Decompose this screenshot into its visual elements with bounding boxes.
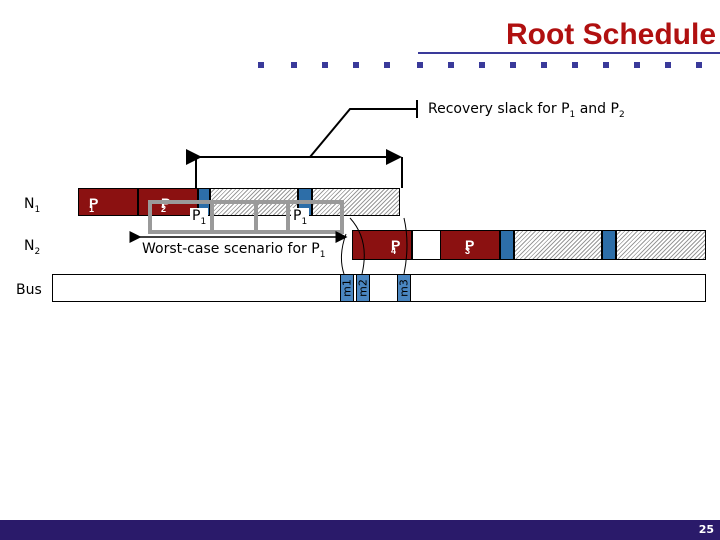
page-number: 25: [698, 523, 714, 536]
message-m1: m1: [340, 274, 354, 302]
row-label-n2: N2: [24, 238, 41, 257]
checkpoint-n2-2: [602, 230, 616, 260]
worst-case-divider: [286, 200, 290, 234]
checkpoint-n2-1: [500, 230, 514, 260]
message-connector: [349, 217, 365, 275]
slack-n2-2: [616, 230, 706, 260]
slack-n2-1: [514, 230, 602, 260]
title-underline: [418, 52, 720, 54]
bus-timeline: [52, 274, 706, 302]
row-label-bus: Bus: [16, 282, 42, 298]
worst-case-divider: [210, 200, 214, 234]
message-m2: m2: [356, 274, 370, 302]
reexecution-p1-label: P1: [190, 208, 209, 227]
slide-title: Root Schedule: [505, 18, 716, 51]
message-connector: [403, 217, 408, 275]
worst-case-divider: [254, 200, 258, 234]
recovery-callout-line: [309, 108, 417, 158]
recovery-slack-label: Recovery slack for P1 and P2: [428, 101, 625, 120]
footer-bar: 25: [0, 520, 720, 540]
worst-case-label: Worst-case scenario for P1: [142, 241, 326, 260]
row-label-n1: N1: [24, 196, 41, 215]
reexecution-p1-label: P1: [291, 208, 310, 227]
message-m3: m3: [397, 274, 411, 302]
message-connector: [340, 233, 347, 275]
